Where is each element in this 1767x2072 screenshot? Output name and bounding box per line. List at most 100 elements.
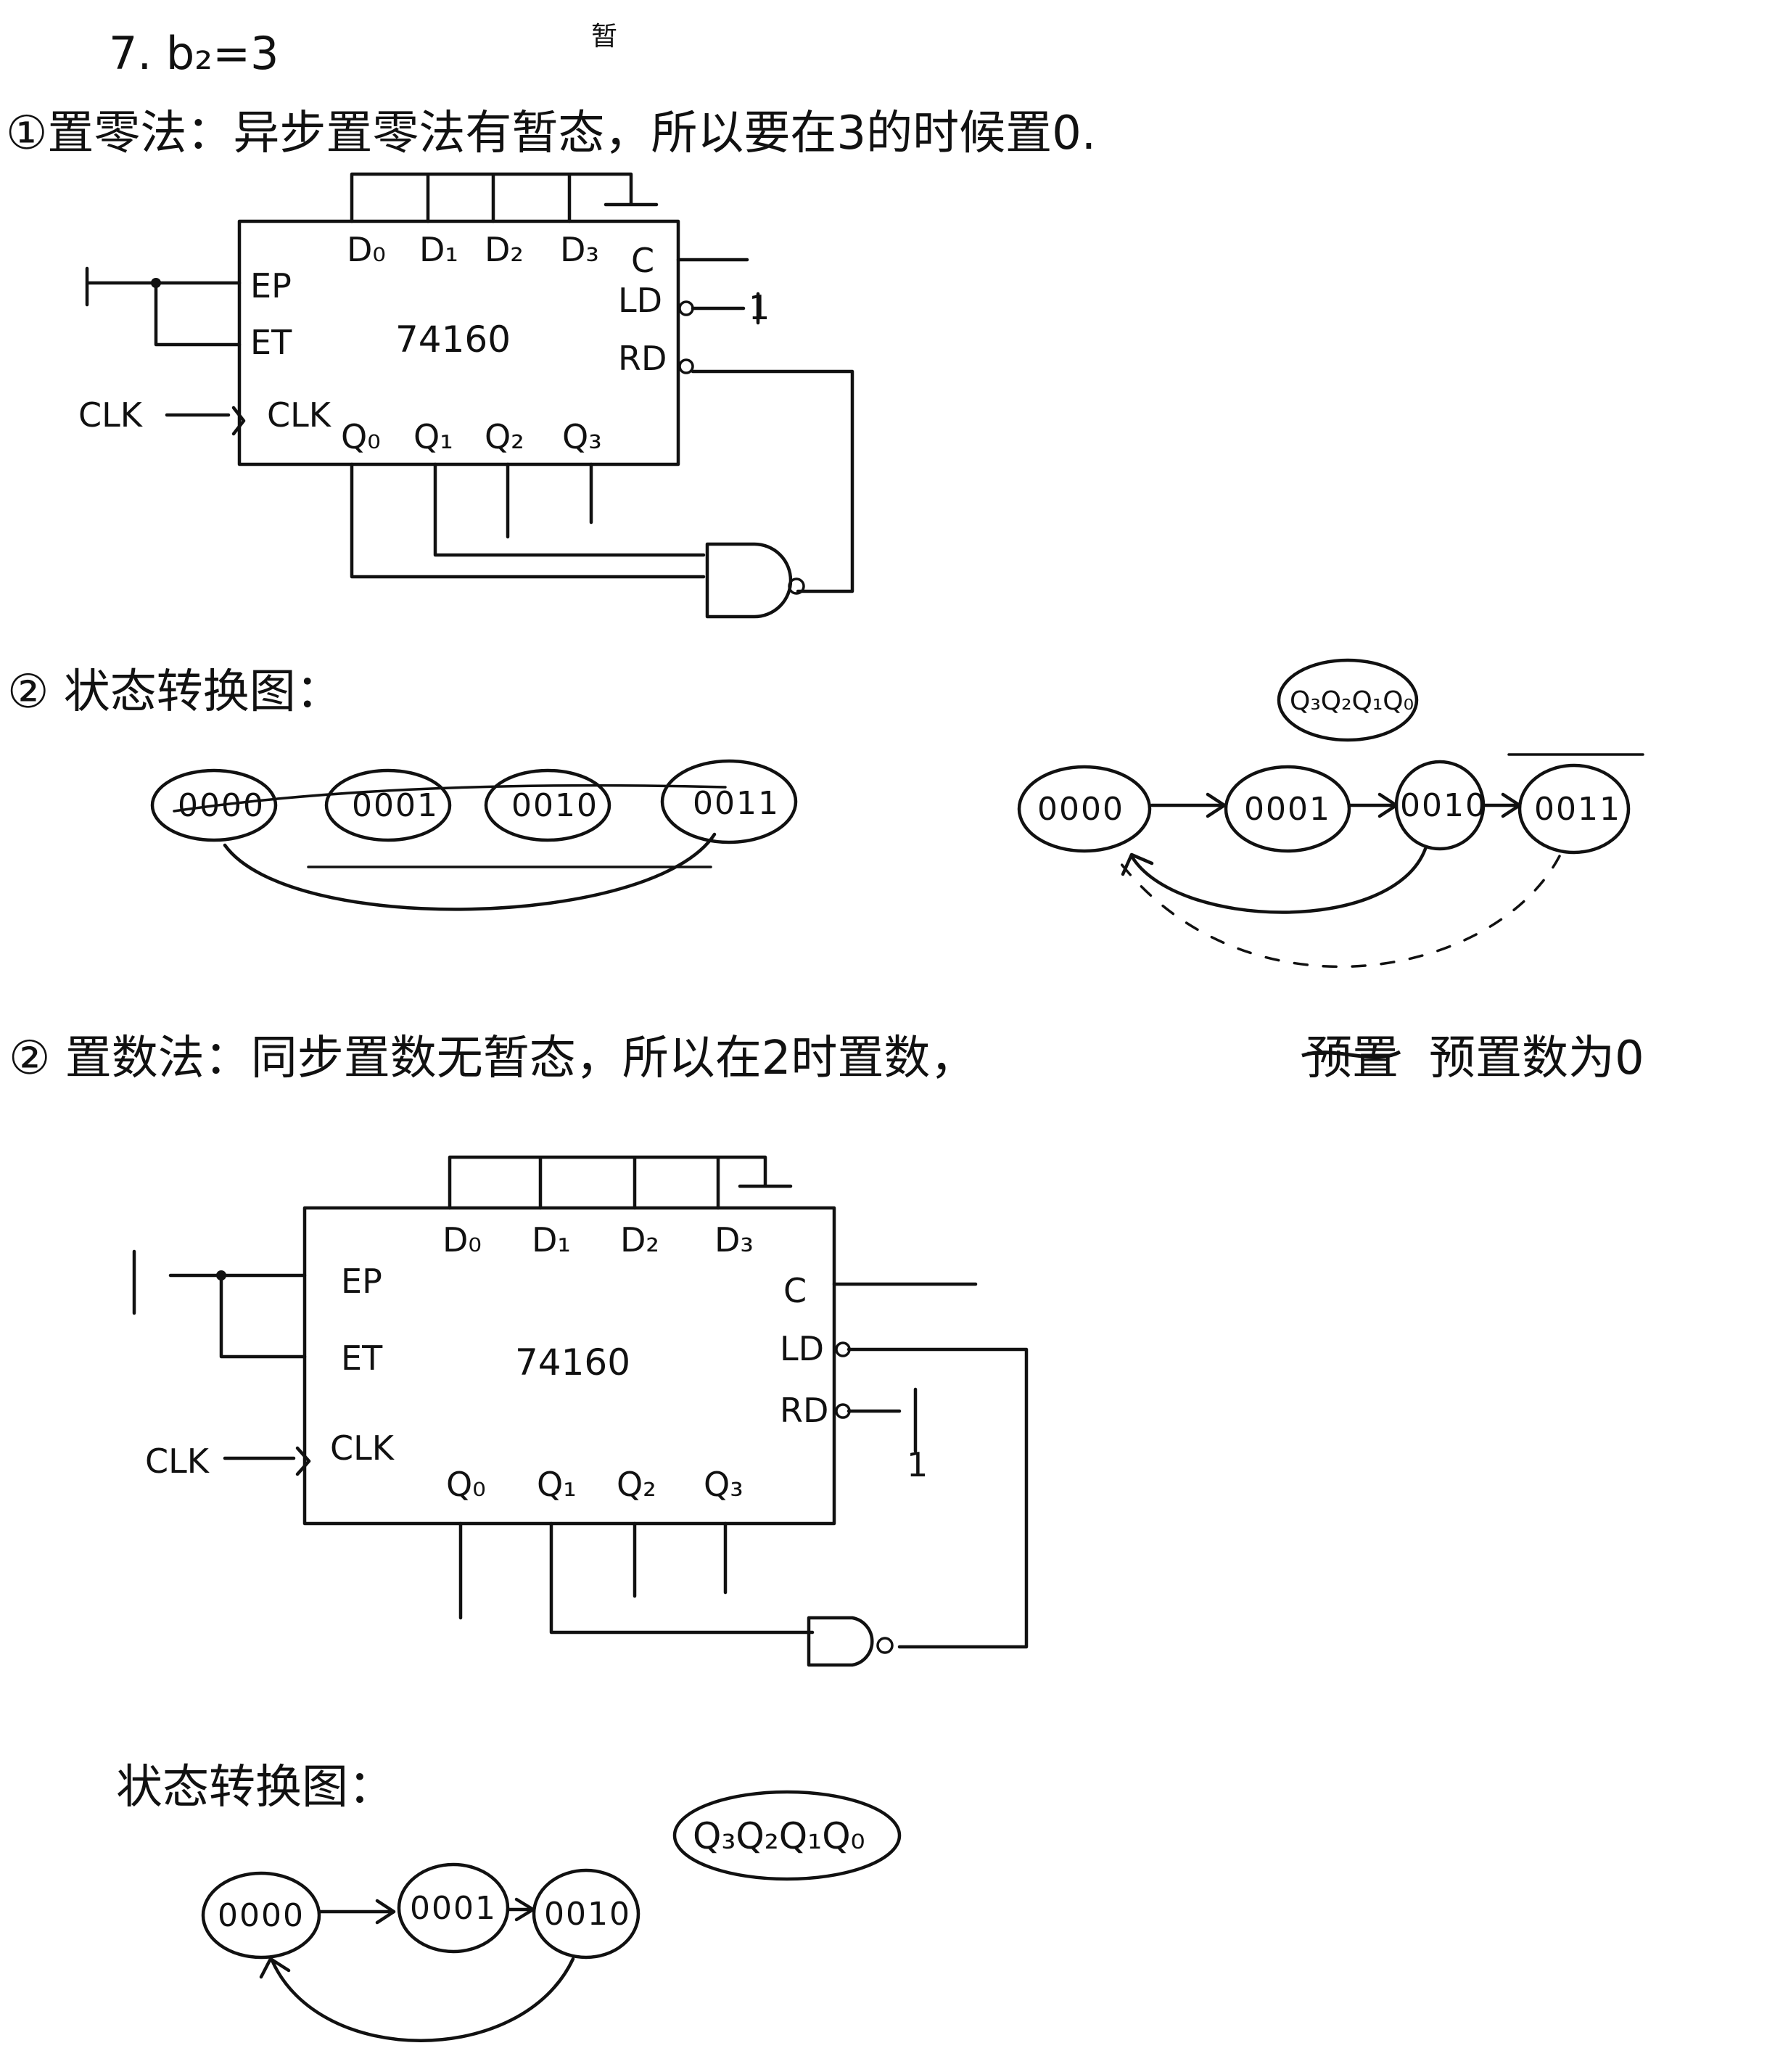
section1-ld-tie xyxy=(691,292,760,325)
section2-heading-tail: 预置数为0 xyxy=(1429,1032,1644,1085)
section2-ep-label: EP xyxy=(341,1262,382,1301)
section2-state-diagram: Q₃Q₂Q₁Q₀ 0000 0001 0010 xyxy=(201,1790,902,2042)
section1-nand-gate xyxy=(705,542,793,619)
section1-d2-label: D₂ xyxy=(485,230,524,269)
section2-clk-wire xyxy=(223,1446,311,1476)
correction-note: 暂 xyxy=(591,22,617,52)
section1-q0-label: Q₀ xyxy=(341,417,381,456)
section2-node-0000 xyxy=(201,1871,321,1960)
section1-state-legend: Q₃Q₂Q₁Q₀ xyxy=(1290,686,1414,716)
section2-node-0010 xyxy=(532,1868,641,1960)
arrow-0011-0000-transient xyxy=(1119,855,1561,969)
section1-d3-label: D₃ xyxy=(560,230,599,269)
section2-chip-body xyxy=(302,1206,836,1526)
section2-rd-label: RD xyxy=(780,1391,828,1430)
section2-state-heading: 状态转换图： xyxy=(116,1761,395,1814)
section2-legend-ellipse xyxy=(672,1790,902,1881)
section2-state-label-0001: 0001 xyxy=(410,1890,497,1927)
section2-chip-name: 74160 xyxy=(515,1341,630,1384)
section1-ep-et-wire xyxy=(85,266,242,347)
section2-rd-tie xyxy=(847,1387,918,1453)
section2-d2-label: D₂ xyxy=(620,1220,659,1259)
sketch-scribble-line xyxy=(173,784,727,813)
section2-ld-feedback-wire xyxy=(847,1347,1029,1649)
section1-ld-bubble xyxy=(678,300,694,316)
state-label-0010: 0010 xyxy=(1400,787,1487,824)
section1-circuit: D₀ D₁ D₂ D₃ EP ET CLK C LD RD 74160 Q₀ Q… xyxy=(78,172,854,619)
section1-rd-bubble xyxy=(678,358,694,374)
section1-junction-dot xyxy=(151,278,161,288)
state-node-0011 xyxy=(1517,763,1631,855)
section2-arrow-0000-0001 xyxy=(318,1899,396,1925)
section1-et-label: ET xyxy=(250,323,292,362)
sketch-state-0010 xyxy=(484,768,611,842)
section2-arrow-0001-0010 xyxy=(506,1897,535,1922)
section1-clk-pin-label: CLK xyxy=(267,395,332,435)
section2-d1-label: D₁ xyxy=(532,1220,571,1259)
state-node-0001 xyxy=(1224,765,1351,853)
section1-state-diagram: Q₃Q₂Q₁Q₀ 0000 0001 0010 0011 xyxy=(1017,658,1644,969)
arrow-0001-0010 xyxy=(1348,792,1399,818)
arrow-0010-0000-return xyxy=(1121,847,1428,914)
section1-q1-label: Q₁ xyxy=(413,417,453,456)
section2-clk-pin-label: CLK xyxy=(330,1428,395,1468)
section2-nand-bubble xyxy=(876,1637,894,1654)
section2-state-legend: Q₃Q₂Q₁Q₀ xyxy=(693,1815,865,1857)
sketch-label-0001: 0001 xyxy=(352,787,439,824)
section1-rd-label: RD xyxy=(618,339,667,378)
state-label-0011: 0011 xyxy=(1534,791,1621,828)
arrow-0000-0001 xyxy=(1150,792,1227,818)
section2-d-bus xyxy=(448,1155,793,1210)
section2-et-label: ET xyxy=(341,1339,383,1378)
section2-rd-tie-value: 1 xyxy=(907,1445,928,1484)
section1-ep-label: EP xyxy=(250,266,292,305)
section2-d0-label: D₀ xyxy=(442,1220,482,1259)
section2-heading-group: ② 置数法：同步置数无暂态，所以在2时置数， 预置 预置数为0 xyxy=(9,1032,1644,1085)
section2-circuit: D₀ D₁ D₂ D₃ EP ET CLK C LD RD 74160 Q₀ Q… xyxy=(132,1155,1029,1667)
sketch-label-0011: 0011 xyxy=(693,785,780,822)
section1-q2-label: Q₂ xyxy=(485,417,524,456)
section1-chip-body xyxy=(237,219,680,466)
section2-q3-label: Q₃ xyxy=(704,1465,744,1504)
section2-arrow-0010-0000-return xyxy=(259,1957,575,2042)
section1-d1-label: D₁ xyxy=(419,230,458,269)
section2-q0-label: Q₀ xyxy=(446,1465,486,1504)
section1-clk-input-label: CLK xyxy=(78,395,144,435)
section1-q3-label: Q₃ xyxy=(562,417,602,456)
section1-state-sketch: 0000 0001 0010 0011 xyxy=(150,759,798,911)
section1-heading: ①置零法：异步置零法有暂态，所以要在3的时候置0. xyxy=(6,107,1096,160)
section1-d-bus xyxy=(350,172,659,223)
section2-q2-label: Q₂ xyxy=(617,1465,656,1504)
section2-heading: ② 置数法：同步置数无暂态，所以在2时置数， xyxy=(9,1032,976,1085)
section1-d0-label: D₀ xyxy=(347,230,386,269)
section2-d3-label: D₃ xyxy=(714,1220,754,1259)
sketch-return-arc xyxy=(223,832,717,911)
section2-q-wires xyxy=(458,1521,815,1635)
section2-ld-label: LD xyxy=(780,1329,824,1368)
state-label-0001: 0001 xyxy=(1244,791,1331,828)
section2-nand-gate xyxy=(807,1616,874,1667)
section1-q-wires xyxy=(350,462,706,579)
section2-c-label: C xyxy=(783,1271,807,1310)
section2-state-label-0010: 0010 xyxy=(544,1896,631,1933)
section1-legend-ellipse xyxy=(1277,658,1419,742)
state-label-0000: 0000 xyxy=(1037,791,1124,828)
section2-state-label-0000: 0000 xyxy=(218,1897,305,1934)
sketch-state-0001 xyxy=(324,768,452,842)
problem-title: 7. b₂=3 xyxy=(109,27,279,80)
section1-chip-name: 74160 xyxy=(395,318,511,361)
section2-q1-label: Q₁ xyxy=(537,1465,577,1504)
section1-c-label: C xyxy=(631,241,654,280)
section2-ep-et-wire xyxy=(132,1249,307,1359)
section1-clk-wire xyxy=(165,406,246,436)
section1-rd-feedback-wire xyxy=(691,369,854,593)
section2-junction-dot xyxy=(216,1270,226,1280)
state-node-0000 xyxy=(1017,765,1152,853)
section1-state-heading: ② 状态转换图： xyxy=(7,665,342,719)
sketch-state-0000 xyxy=(150,768,278,842)
section2-strikethrough xyxy=(1301,1050,1401,1059)
section1-ld-label: LD xyxy=(618,281,662,320)
section1-nand-bubble xyxy=(788,577,805,595)
sketch-state-0011 xyxy=(660,759,798,844)
